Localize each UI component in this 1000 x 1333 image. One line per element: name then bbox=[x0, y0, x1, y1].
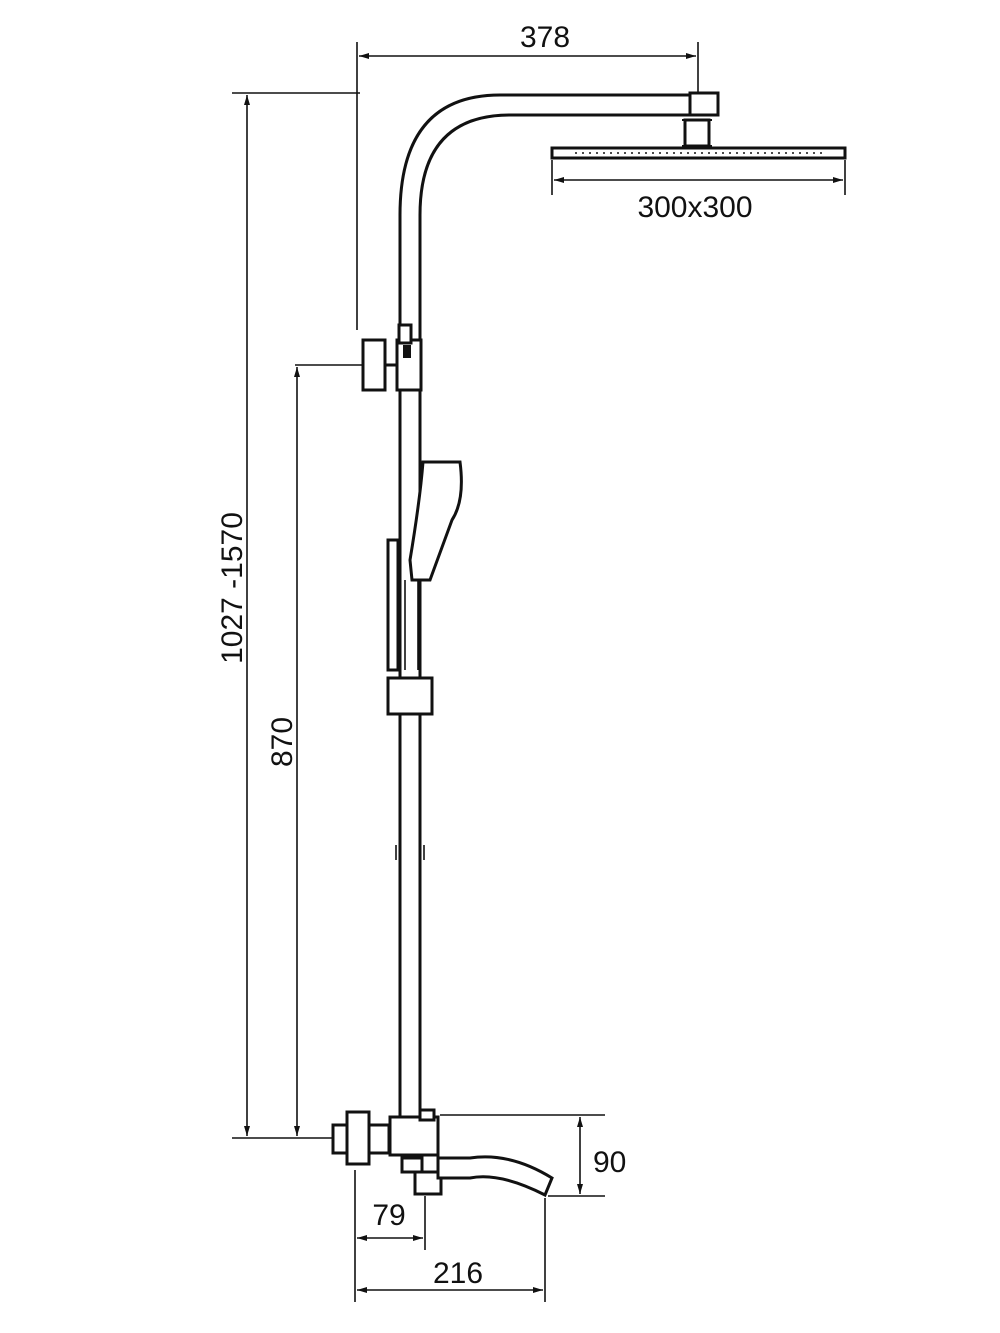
spout-reach-dimension bbox=[357, 1198, 546, 1302]
pipe-clamp-mark bbox=[395, 845, 425, 860]
arm-reach-label: 378 bbox=[520, 21, 570, 54]
arm-reach-dimension bbox=[356, 42, 699, 330]
hand-shower-slider bbox=[386, 676, 434, 716]
spout-height-label: 90 bbox=[593, 1146, 626, 1179]
overhead-shower-head bbox=[550, 91, 847, 160]
riser-pipe bbox=[398, 93, 705, 1120]
spout-reach-label: 216 bbox=[433, 1257, 483, 1290]
diverter-height-label: 870 bbox=[266, 717, 299, 767]
hand-shower bbox=[386, 460, 463, 672]
height-range-label: 1027 -1570 bbox=[216, 512, 249, 664]
mixer-offset-label: 79 bbox=[372, 1199, 405, 1232]
bath-spout bbox=[436, 1155, 554, 1198]
diverter-knob bbox=[295, 323, 423, 392]
spout-height-dimension bbox=[440, 1114, 605, 1197]
head-size-label: 300x300 bbox=[637, 191, 752, 224]
mixer-offset-dimension bbox=[354, 1170, 426, 1302]
head-size-dimension bbox=[551, 160, 846, 195]
height-range-dimension bbox=[232, 92, 360, 1139]
bath-mixer bbox=[331, 1108, 443, 1196]
